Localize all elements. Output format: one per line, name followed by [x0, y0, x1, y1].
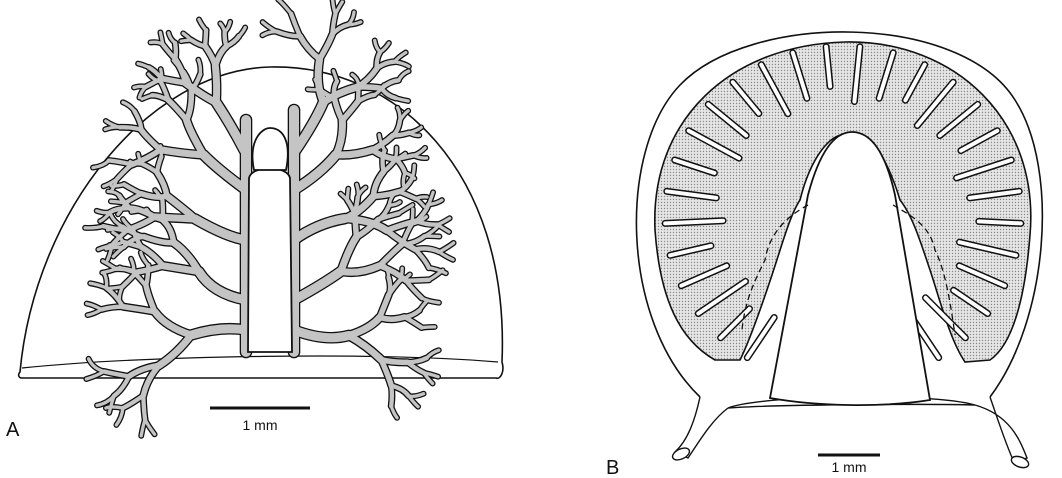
panel-a-canal-fill [134, 86, 146, 87]
panel-a-canal-fill [382, 80, 399, 88]
panel-a-canal-fill [391, 386, 392, 407]
panel-b-right-tube [975, 397, 1027, 462]
panel-a-canal-fill [123, 102, 135, 111]
panel-a-label: A [6, 419, 20, 441]
panel-a-canal-fill [215, 66, 216, 102]
panel-b-canal-lumen [665, 221, 723, 224]
panel-b-scale-label: 1 mm [832, 459, 867, 475]
panel-b-canal-lumen [979, 221, 1021, 223]
panel-a-canal-fill [215, 46, 226, 66]
panel-a-canal-fill [143, 396, 145, 420]
panel-a-central-stalk [248, 168, 292, 352]
panel-b-label: B [606, 457, 619, 478]
panel-a-canal-fill [85, 226, 103, 228]
panel-a-canal-fill [111, 201, 125, 203]
panel-b: 1 mm B [606, 32, 1042, 478]
panel-a-canal-fill [403, 173, 405, 186]
panel-a-canal-fill [205, 30, 206, 46]
panel-a-canal-fill [406, 280, 429, 281]
panel-a-canal-fill [380, 317, 405, 319]
panel-a: 1 mm A [6, 0, 503, 441]
panel-a-canal-fill [399, 71, 409, 80]
panel-a-canal-fill [422, 327, 435, 328]
panel-a-scale-label: 1 mm [243, 417, 278, 433]
panel-a-canal-fill [97, 211, 111, 213]
panel-a-canal-fill [357, 87, 381, 88]
panel-a-canal-fill [142, 194, 167, 197]
panel-a-canal-fill [347, 189, 348, 201]
panel-a-canal-fill [106, 407, 123, 408]
panel-a-canal-fill [175, 43, 176, 59]
panel-a-canal-fill [146, 265, 148, 286]
